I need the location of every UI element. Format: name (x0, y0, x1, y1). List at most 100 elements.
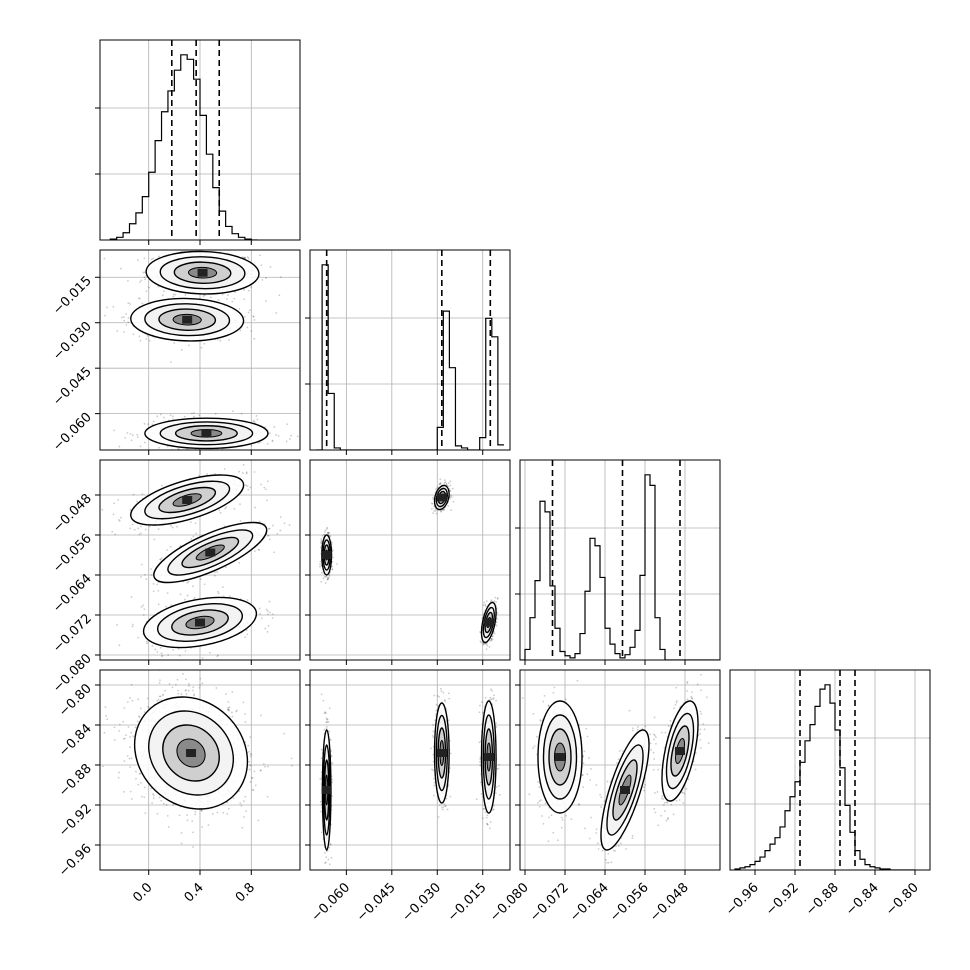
scatter-point (432, 496, 434, 499)
scatter-point (260, 714, 262, 717)
scatter-point (146, 334, 149, 337)
scatter-point (144, 278, 147, 281)
scatter-point (228, 706, 231, 709)
scatter-point (217, 590, 219, 593)
scatter-point (137, 783, 140, 786)
scatter-point (290, 434, 292, 437)
scatter-point (483, 643, 486, 645)
scatter-point (170, 525, 173, 527)
scatter-point (238, 308, 241, 310)
scatter-point (236, 709, 238, 712)
scatter-point (136, 500, 138, 503)
scatter-point (449, 498, 451, 500)
scatter-point (169, 414, 172, 416)
scatter-point (267, 534, 270, 537)
scatter-point (242, 463, 245, 466)
scatter-point (160, 652, 163, 655)
scatter-point (209, 651, 211, 654)
scatter-point (286, 423, 289, 426)
scatter-point (326, 528, 328, 530)
scatter-point (496, 597, 499, 600)
scatter-point (258, 549, 261, 551)
density-peak (436, 493, 447, 502)
scatter-point (189, 452, 191, 454)
scatter-point (137, 636, 140, 639)
scatter-point (166, 445, 169, 448)
scatter-point (432, 512, 434, 515)
scatter-point (194, 522, 197, 525)
scatter-point (331, 568, 334, 571)
scatter-point (180, 348, 183, 351)
scatter-point (192, 585, 194, 588)
scatter-point (265, 488, 267, 491)
scatter-point (172, 418, 174, 421)
scatter-point (331, 565, 334, 568)
scatter-point (120, 516, 122, 519)
scatter-point (252, 315, 255, 318)
scatter-point (214, 412, 217, 415)
scatter-point (223, 468, 226, 470)
scatter-point (271, 439, 274, 442)
scatter-point (173, 342, 176, 344)
scatter-point (319, 560, 322, 563)
scatter-point (331, 560, 334, 563)
scatter-point (430, 508, 433, 510)
scatter-point (123, 331, 125, 334)
scatter-point (496, 597, 499, 599)
scatter-point (493, 632, 496, 635)
scatter-point (275, 433, 277, 436)
scatter-point (210, 451, 212, 453)
scatter-point (239, 329, 242, 332)
scatter-point (243, 288, 246, 291)
scatter-point (129, 508, 132, 511)
scatter-point (132, 623, 134, 626)
scatter-point (185, 678, 187, 681)
scatter-point (118, 519, 121, 522)
scatter-point (129, 303, 132, 305)
scatter-point (216, 655, 219, 658)
scatter-point (248, 750, 250, 753)
scatter-point (140, 525, 142, 528)
scatter-point (122, 316, 125, 318)
scatter-point (296, 435, 299, 438)
scatter-point (124, 437, 127, 439)
scatter-point (131, 434, 134, 437)
scatter-point (163, 416, 165, 419)
scatter-point (447, 505, 450, 507)
scatter-point (145, 338, 148, 340)
panel-frame (519, 459, 721, 661)
scatter-point (180, 842, 183, 845)
scatter-point (266, 499, 268, 502)
scatter-point (242, 472, 244, 474)
scatter-point (198, 414, 201, 417)
scatter-point (245, 629, 248, 632)
scatter-point (249, 736, 252, 739)
scatter-point (243, 315, 246, 318)
scatter-point (495, 621, 498, 624)
scatter-point (243, 298, 246, 301)
scatter-point (151, 645, 154, 647)
scatter-point (217, 451, 219, 453)
scatter-point (140, 563, 143, 566)
scatter-point (167, 826, 170, 828)
scatter-point (221, 293, 224, 296)
scatter-point (328, 574, 331, 576)
scatter-point (225, 566, 227, 568)
scatter-point (433, 510, 436, 513)
scatter-point (193, 694, 195, 697)
histogram-step-p1 (316, 264, 504, 450)
density-peak (205, 548, 216, 557)
scatter-point (118, 644, 121, 647)
scatter-point (191, 456, 193, 458)
scatter-point (227, 701, 230, 703)
scatter-point (482, 604, 485, 607)
scatter-point (216, 338, 219, 341)
panel-frame (309, 249, 511, 451)
scatter-point (326, 578, 329, 581)
scatter-point (152, 794, 155, 797)
scatter-point (484, 605, 487, 608)
scatter-point (140, 279, 143, 282)
scatter-point (187, 689, 190, 692)
scatter-point (440, 509, 443, 512)
scatter-point (252, 315, 255, 318)
